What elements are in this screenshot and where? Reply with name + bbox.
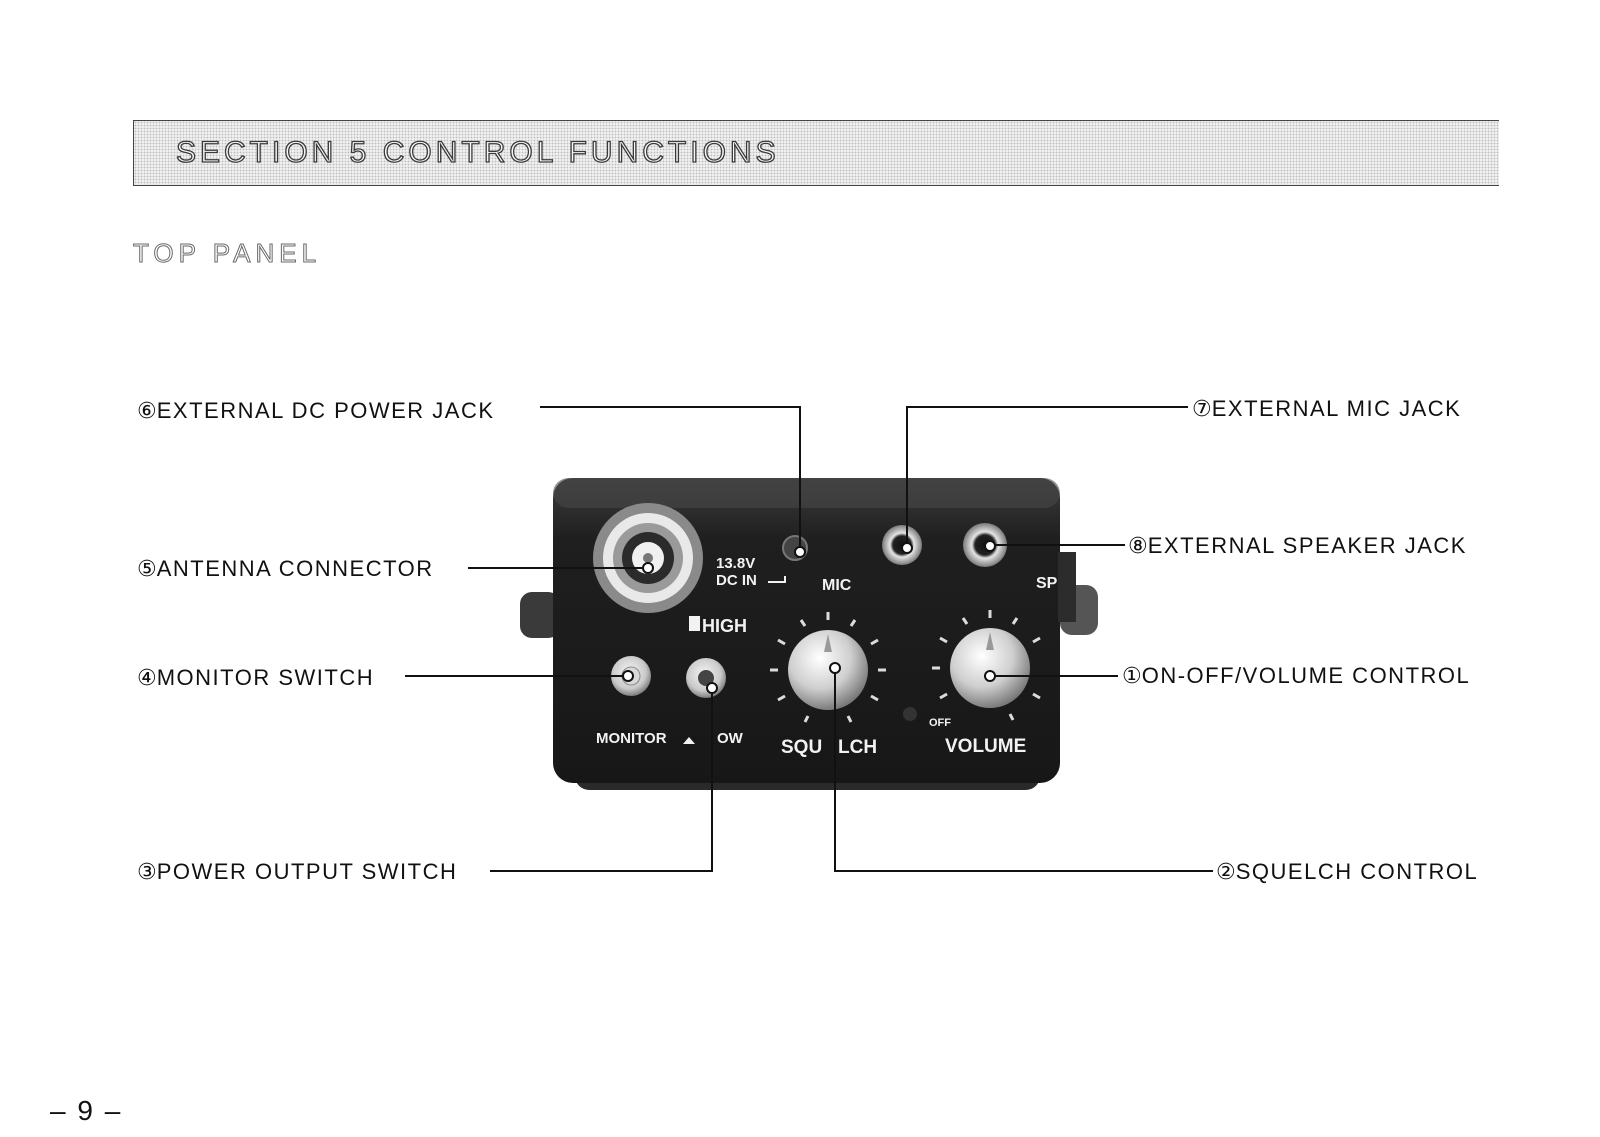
label-volume: VOLUME [945, 736, 1026, 757]
callout-monitor-switch: ④MONITOR SWITCH [137, 665, 375, 691]
high-position-icon [689, 616, 700, 631]
section-banner: SECTION 5 CONTROL FUNCTIONS [133, 120, 1499, 186]
label-dc-in: DC IN [716, 572, 757, 589]
callout-antenna-connector: ⑤ANTENNA CONNECTOR [137, 556, 434, 582]
label-mic: MIC [822, 577, 852, 594]
leader-endpoints [622, 540, 996, 694]
low-position-icon [683, 737, 695, 744]
panel-bevel [553, 478, 1060, 508]
callout-squelch-control: ②SQUELCH CONTROL [1216, 859, 1479, 885]
label-monitor: MONITOR [596, 730, 667, 747]
leader-dc-jack [540, 406, 801, 550]
label-high: HIGH [702, 616, 747, 636]
squelch-scale-ticks [770, 612, 886, 723]
section-title: SECTION 5 CONTROL FUNCTIONS [175, 135, 780, 169]
label-low: OW [717, 730, 744, 747]
side-tab-right [1058, 552, 1076, 622]
label-sp: SP [1036, 575, 1058, 592]
callout-dc-power-jack: ⑥EXTERNAL DC POWER JACK [137, 398, 495, 424]
label-squelch: SQU [781, 737, 822, 758]
busy-led-icon [903, 707, 917, 721]
callout-speaker-jack: ⑧EXTERNAL SPEAKER JACK [1128, 533, 1467, 559]
callout-power-output-switch: ③POWER OUTPUT SWITCH [137, 859, 458, 885]
label-13-8v: 13.8V [716, 555, 755, 572]
volume-scale-ticks [932, 610, 1041, 721]
leader-squelch [834, 668, 1213, 872]
side-clip-left [520, 592, 560, 638]
leader-mic-jack [906, 406, 1188, 545]
antenna-connector-icon [593, 503, 703, 613]
label-off: OFF [929, 717, 951, 729]
top-panel-subtitle: TOP PANEL [132, 238, 322, 269]
squelch-knob-icon [788, 630, 868, 710]
label-squelch-rest: LCH [838, 737, 877, 758]
callout-volume-control: ①ON-OFF/VOLUME CONTROL [1122, 663, 1471, 689]
leader-lines [405, 406, 1213, 872]
volume-knob-icon [950, 628, 1030, 708]
page-number: – 9 – [50, 1095, 123, 1126]
leader-power-output [490, 688, 713, 872]
callout-mic-jack: ⑦EXTERNAL MIC JACK [1192, 396, 1462, 422]
